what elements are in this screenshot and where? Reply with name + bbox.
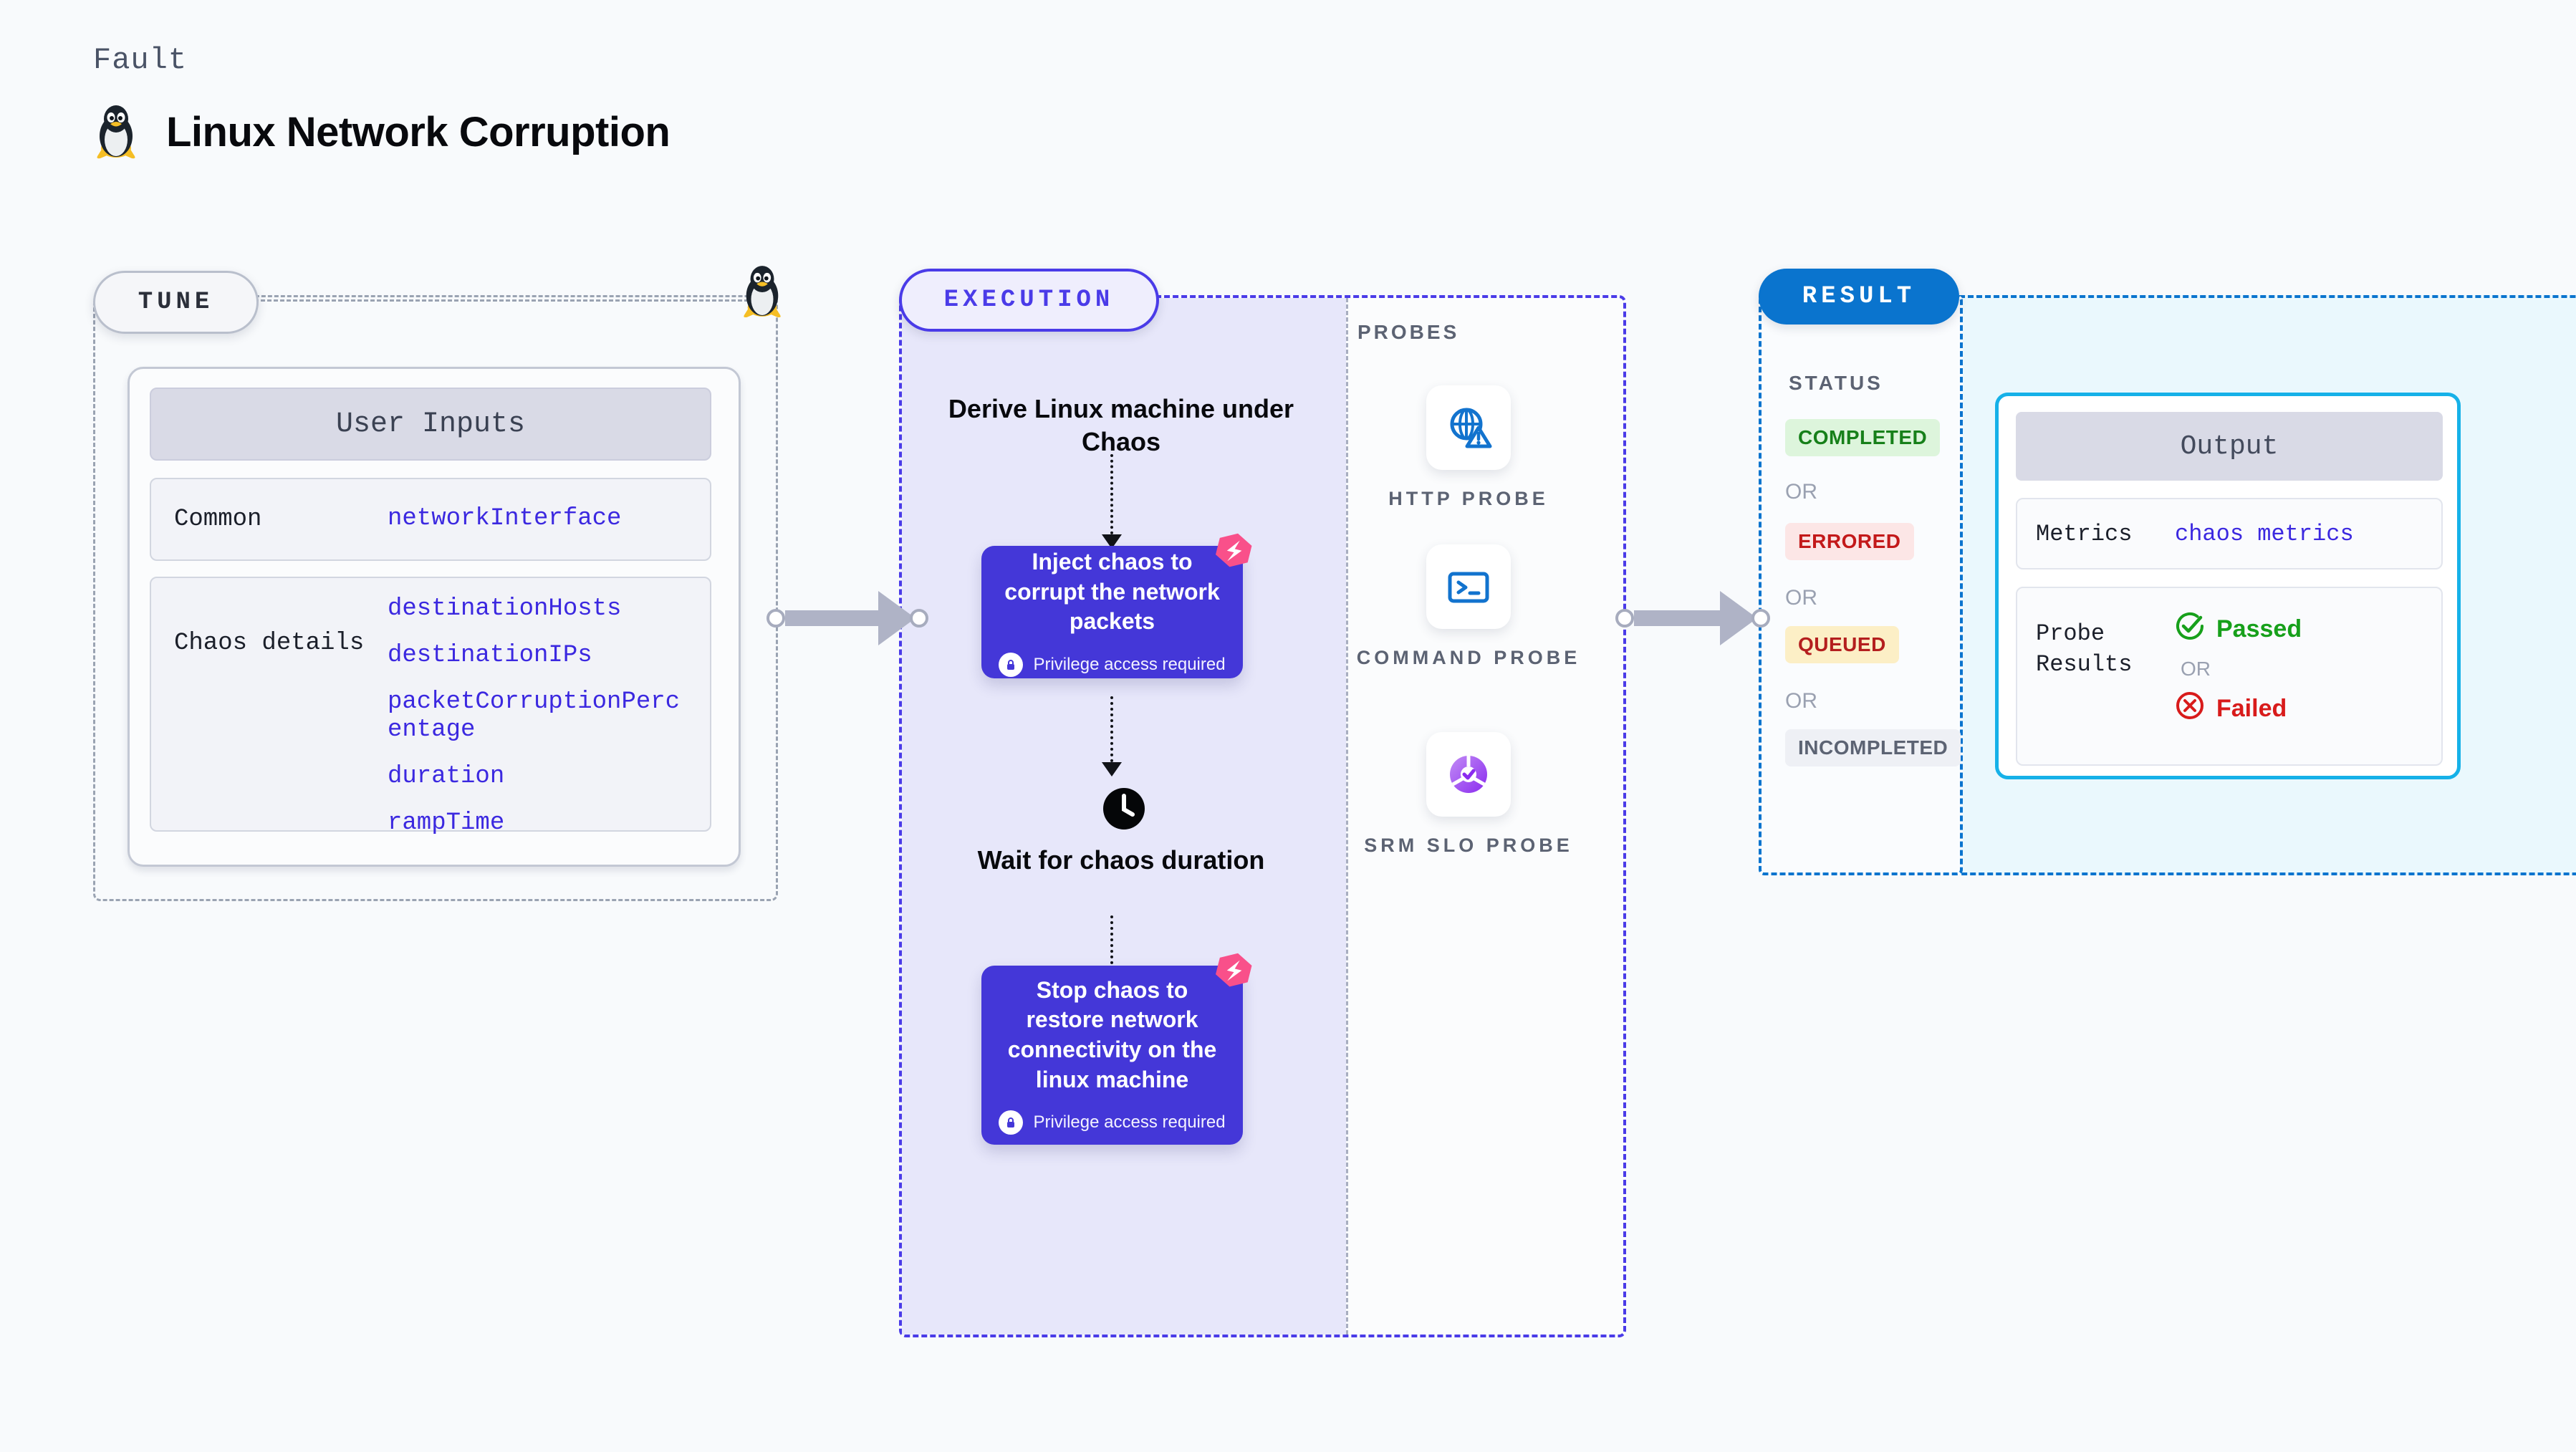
step-text: Stop chaos to restore network connectivi… — [1007, 976, 1217, 1092]
probe-srm-slo[interactable]: SRM SLO PROBE — [1350, 732, 1587, 858]
tune-dashed-connector — [254, 299, 749, 302]
metrics-value[interactable]: chaos metrics — [2175, 520, 2354, 547]
check-circle-icon — [2175, 611, 2205, 648]
connector-endpoint — [1751, 609, 1770, 628]
status-or-label: OR — [1785, 586, 1817, 610]
tux-penguin-icon — [740, 265, 784, 322]
param-destinationips[interactable]: destinationIPs — [388, 642, 592, 670]
probes-title: PROBES — [1357, 321, 1460, 343]
privilege-text: Privilege access required — [1033, 654, 1226, 674]
result-badge-label: RESULT — [1802, 283, 1916, 310]
failed-label: Failed — [2216, 695, 2287, 722]
probe-result-values: Passed OR Failed — [2175, 588, 2302, 727]
row-key: Metrics — [2036, 520, 2133, 547]
connector-endpoint — [766, 609, 785, 628]
status-title: STATUS — [1789, 372, 1883, 394]
globe-warning-icon — [1426, 385, 1511, 470]
page-kicker: Fault — [93, 43, 188, 77]
row-key: Common — [174, 506, 262, 533]
lock-icon — [999, 652, 1024, 677]
connector-probes-to-result — [1615, 591, 1770, 645]
status-badge-completed: COMPLETED — [1785, 419, 1941, 456]
slo-donut-check-icon — [1426, 732, 1511, 817]
result-badge[interactable]: RESULT — [1759, 269, 1959, 324]
probe-or-label: OR — [2181, 658, 2211, 680]
probe-label: HTTP PROBE — [1388, 488, 1549, 509]
probe-label: SRM SLO PROBE — [1364, 835, 1573, 856]
row-key: Chaos details — [174, 630, 365, 657]
lock-icon — [999, 1110, 1024, 1135]
connector-endpoint — [1615, 609, 1634, 628]
execution-badge[interactable]: EXECUTION — [899, 269, 1159, 332]
execution-badge-label: EXECUTION — [943, 287, 1115, 314]
inject-chaos-step[interactable]: Inject chaos to corrupt the network pack… — [981, 533, 1252, 678]
param-duration[interactable]: duration — [388, 763, 505, 791]
output-card: Output Metrics chaos metrics Probe Resul… — [1995, 393, 2461, 779]
user-inputs-row-chaos-details: Chaos details destinationHosts destinati… — [150, 577, 711, 837]
user-inputs-card: User Inputs Common networkInterface Chao… — [128, 367, 741, 867]
tune-badge-label: TUNE — [138, 289, 214, 316]
passed-label: Passed — [2216, 615, 2302, 643]
tune-badge[interactable]: TUNE — [93, 271, 259, 334]
probe-http[interactable]: HTTP PROBE — [1350, 385, 1587, 511]
step-text: Inject chaos to corrupt the network pack… — [1004, 549, 1220, 635]
harness-logo-icon — [1213, 530, 1254, 572]
status-badge-incompleted: INCOMPLETED — [1785, 729, 1961, 766]
param-destinationhosts[interactable]: destinationHosts — [388, 595, 622, 622]
user-inputs-header: User Inputs — [150, 388, 711, 461]
x-circle-icon — [2175, 691, 2205, 727]
wait-step-label: Wait for chaos duration — [977, 845, 1265, 875]
user-inputs-row-common: Common networkInterface — [150, 478, 711, 561]
privilege-text: Privilege access required — [1033, 1112, 1226, 1133]
connector-tune-to-execution — [766, 591, 928, 645]
probe-result-passed: Passed — [2175, 611, 2302, 648]
output-header-label: Output — [2180, 431, 2279, 462]
tux-penguin-icon — [93, 105, 139, 159]
connector-endpoint — [910, 609, 928, 628]
output-row-probe-results: Probe Results Passed OR — [2016, 587, 2443, 766]
output-row-metrics: Metrics chaos metrics — [2016, 498, 2443, 569]
status-badge-errored: ERRORED — [1785, 523, 1914, 560]
row-key: Probe Results — [2036, 620, 2133, 678]
row-values: networkInterface — [388, 505, 681, 533]
param-packetcorruptionpercentage[interactable]: packetCorruptionPercentage — [388, 688, 681, 744]
clock-icon — [1102, 787, 1146, 831]
result-status-region — [1759, 295, 1963, 875]
page-header: Fault Linux Network Corruption — [93, 43, 671, 159]
probes-divider — [1346, 298, 1348, 1335]
user-inputs-header-label: User Inputs — [335, 408, 526, 441]
privilege-note: Privilege access required — [999, 1110, 1226, 1135]
stop-chaos-step[interactable]: Stop chaos to restore network connectivi… — [981, 953, 1252, 1145]
status-or-label: OR — [1785, 480, 1817, 504]
page-title: Linux Network Corruption — [166, 108, 671, 155]
output-header: Output — [2016, 412, 2443, 481]
probe-result-failed: Failed — [2175, 691, 2302, 727]
param-ramptime[interactable]: rampTime — [388, 809, 505, 837]
terminal-icon — [1426, 544, 1511, 629]
harness-logo-icon — [1213, 950, 1254, 991]
page-title-row: Linux Network Corruption — [93, 105, 671, 159]
derive-step-label: Derive Linux machine under Chaos — [948, 394, 1294, 457]
status-or-label: OR — [1785, 689, 1817, 713]
status-badge-queued: QUEUED — [1785, 626, 1899, 663]
param-networkinterface[interactable]: networkInterface — [388, 505, 622, 533]
row-values: destinationHosts destinationIPs packetCo… — [388, 578, 681, 838]
probe-command[interactable]: COMMAND PROBE — [1350, 544, 1587, 670]
privilege-note: Privilege access required — [999, 652, 1226, 677]
probe-label: COMMAND PROBE — [1356, 647, 1581, 668]
